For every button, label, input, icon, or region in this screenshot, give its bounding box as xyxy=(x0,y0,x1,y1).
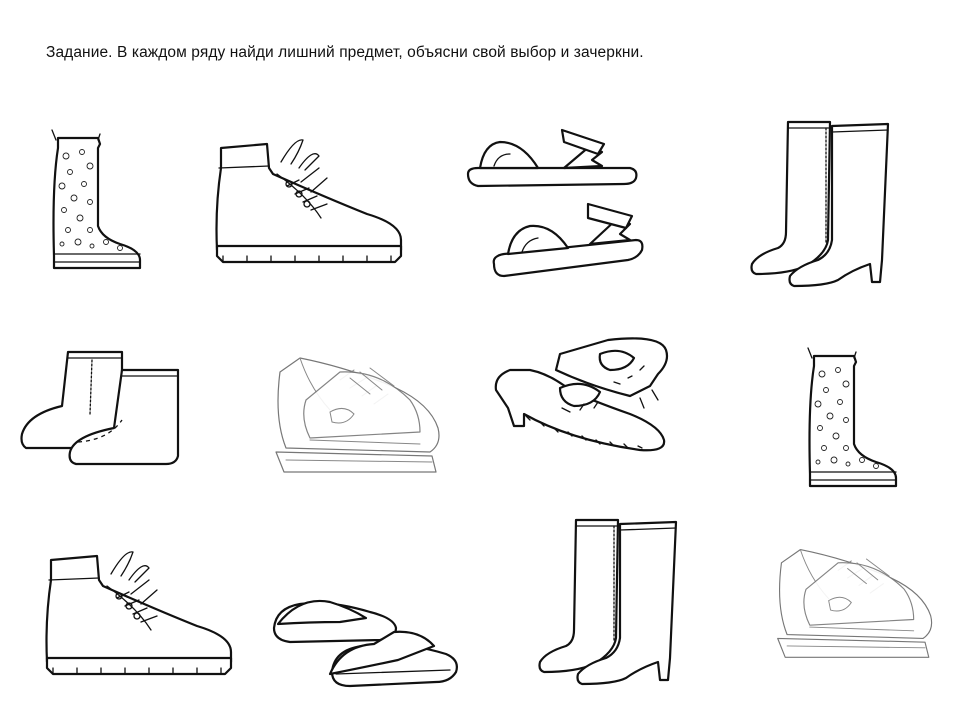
tall-boots-icon xyxy=(536,512,686,692)
sneakers-icon xyxy=(270,348,450,498)
row1-tall-boots[interactable] xyxy=(748,114,898,294)
hiking-boot-icon xyxy=(34,540,240,680)
felt-boots-icon xyxy=(18,344,198,474)
rain-boot-icon xyxy=(40,126,150,276)
row2-sneakers[interactable] xyxy=(270,348,450,498)
row1-hiking-boot[interactable] xyxy=(204,128,410,268)
hiking-boot-icon xyxy=(204,128,410,268)
row3-sneakers[interactable] xyxy=(772,540,942,682)
sneakers-icon xyxy=(772,540,942,682)
row1-sandals[interactable] xyxy=(464,124,644,284)
row2-moccasins[interactable] xyxy=(490,330,680,480)
tall-boots-icon xyxy=(748,114,898,294)
row3-slippers[interactable] xyxy=(270,588,460,698)
moccasins-icon xyxy=(490,330,680,480)
sandals-icon xyxy=(464,124,644,284)
row1-rain-boot[interactable] xyxy=(40,126,150,276)
row2-rain-boot[interactable] xyxy=(796,344,906,494)
row3-tall-boots[interactable] xyxy=(536,512,686,692)
row3-hiking-boot[interactable] xyxy=(34,540,240,680)
task-instruction: Задание. В каждом ряду найди лишний пред… xyxy=(46,44,644,61)
row2-felt-boots[interactable] xyxy=(18,344,198,474)
slippers-icon xyxy=(270,588,460,698)
rain-boot-icon xyxy=(796,344,906,494)
